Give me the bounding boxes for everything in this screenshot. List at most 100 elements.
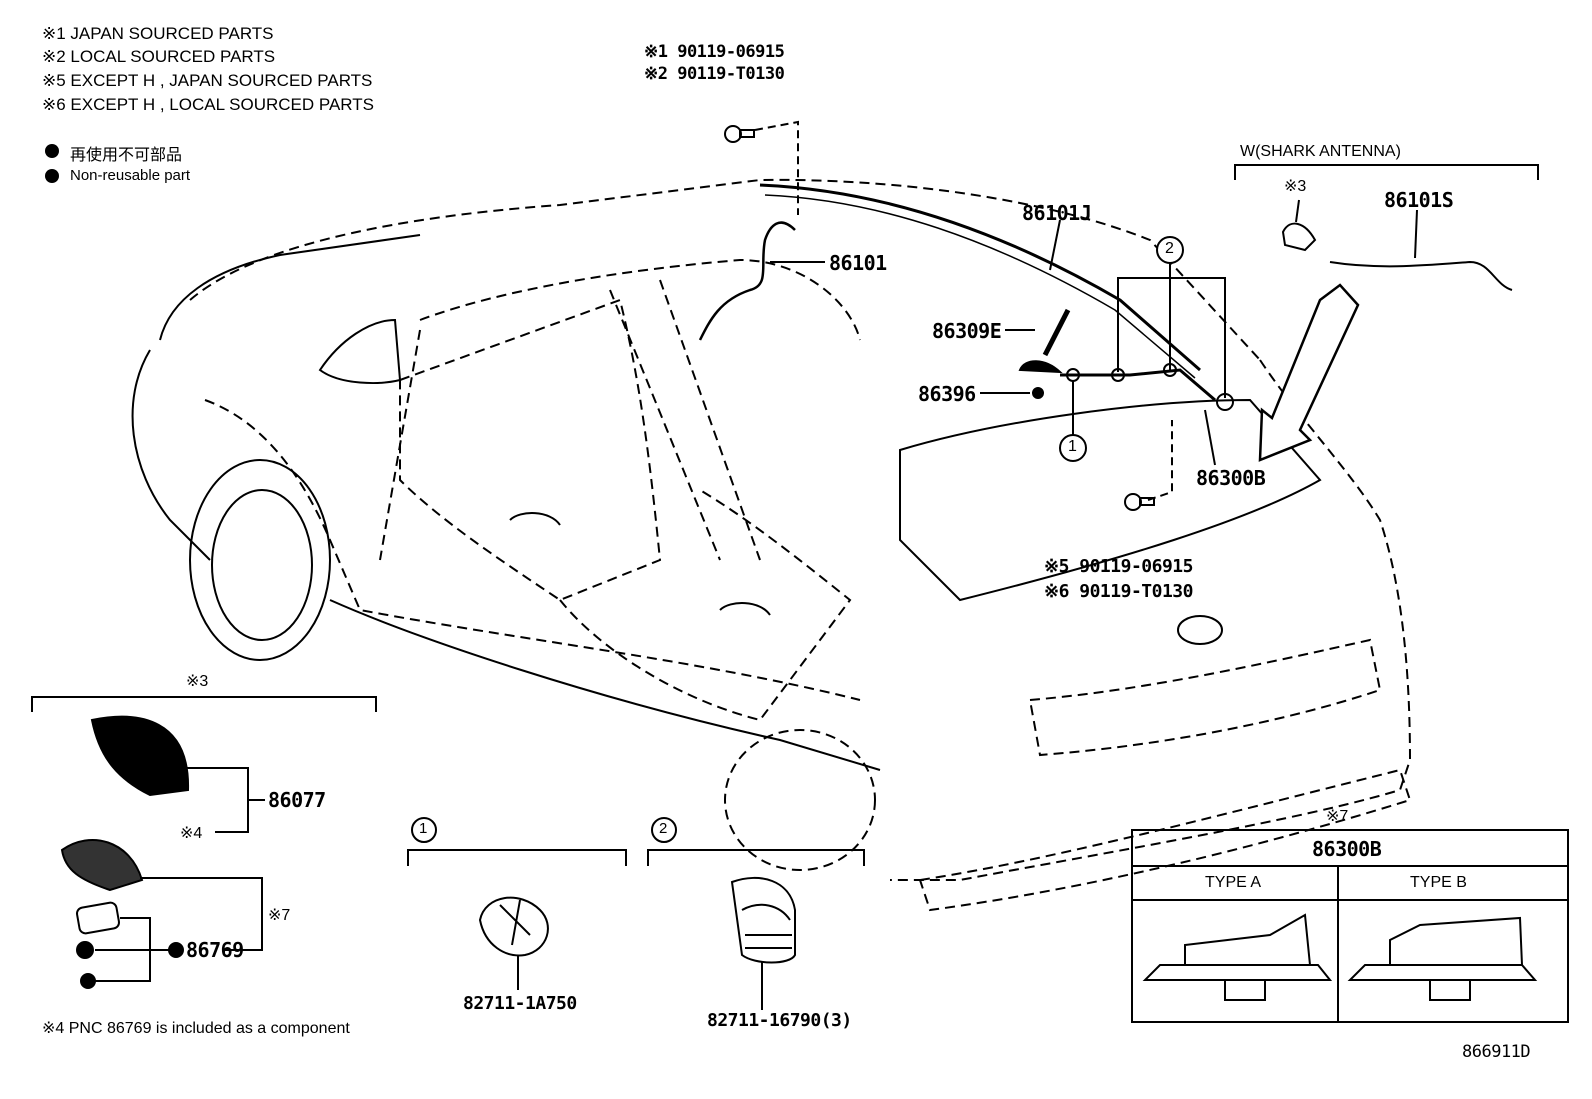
table-title: 86300B	[1312, 837, 1382, 861]
antenna-base	[1018, 360, 1063, 374]
rear-wheel	[724, 729, 876, 871]
bolt-top-label-1: ※1 90119-06915	[644, 42, 785, 62]
leader-bolt-top	[754, 120, 799, 215]
part-86309E: 86309E	[932, 319, 1002, 343]
front-wheel	[189, 459, 331, 661]
car-rocker-outline	[329, 599, 881, 771]
legend-note-5: ※5 EXCEPT H , JAPAN SOURCED PARTS	[42, 71, 373, 90]
clip1-header-circle	[411, 817, 437, 843]
nonreusable-dot-86769	[168, 942, 184, 958]
pillar-lines	[379, 279, 761, 561]
shark-antenna-leader	[1295, 199, 1300, 223]
screw-icon	[80, 973, 96, 989]
mark-7: ※7	[268, 907, 291, 924]
callout-1-label: 1	[1068, 438, 1077, 455]
door-outline-rear	[559, 489, 852, 722]
clip1-bracket	[407, 849, 627, 866]
legend-nonreusable-en: Non-reusable part	[70, 167, 191, 184]
install-arrow	[1258, 283, 1360, 462]
callout-circle-2	[1156, 236, 1184, 264]
rear-bumper-outline	[918, 768, 1412, 912]
legend-note-6: ※6 EXCEPT H , LOCAL SOURCED PARTS	[42, 95, 374, 114]
type-b-drawing	[1347, 916, 1538, 1001]
door-handle-rear	[719, 602, 771, 616]
part-86769: 86769	[186, 938, 244, 962]
car-hood-outline	[159, 234, 421, 341]
clip-point-2b	[1163, 363, 1177, 377]
mirror	[318, 318, 402, 384]
leader-callout-2	[1117, 262, 1226, 398]
callout-2-label: 2	[1165, 240, 1174, 257]
part-82711-16790: 82711-16790(3)	[707, 1010, 852, 1031]
part-86101: 86101	[829, 251, 887, 275]
diagram-id: 866911D	[1462, 1042, 1531, 1062]
door-handle-front	[509, 512, 561, 526]
box3-header: ※3	[186, 673, 209, 690]
leader-86101J	[1049, 219, 1061, 271]
clip1-header: 1	[419, 820, 428, 837]
antenna-rod-86309E	[1042, 308, 1071, 357]
clip-point-2c	[1216, 393, 1234, 411]
rear-emblem	[1177, 615, 1223, 645]
type-a-drawing	[1142, 913, 1333, 1001]
type-b-label: TYPE B	[1410, 874, 1467, 891]
footnote: ※4 PNC 86769 is included as a component	[42, 1020, 350, 1037]
box3-bracket	[31, 696, 377, 712]
part-86300B: 86300B	[1196, 466, 1266, 490]
legend-nonreusable-jp: 再使用不可部品	[70, 147, 183, 164]
clip2-icon	[730, 876, 796, 964]
clip2-header-circle	[651, 817, 677, 843]
mark-4: ※4	[180, 825, 203, 842]
bolt-mid-label-6: ※6 90119-T0130	[1044, 581, 1193, 602]
car-front-outline	[131, 349, 211, 561]
gasket-icon	[75, 901, 121, 935]
leader-shark-base	[140, 877, 263, 951]
shark-bracket	[1234, 164, 1539, 180]
leader-86101S	[1414, 209, 1418, 259]
car-rear-outline	[890, 359, 1412, 881]
leader-bolt-mid	[1147, 420, 1173, 501]
part-82711-1A750: 82711-1A750	[463, 993, 577, 1014]
door-outline	[399, 298, 662, 602]
rear-window-outline	[899, 398, 1322, 602]
roof-rail-inner	[764, 194, 1196, 379]
antenna-pad-86396	[1032, 387, 1044, 399]
leader-86769	[95, 917, 170, 982]
clip-point-2a	[1111, 368, 1125, 382]
type-a-label: TYPE A	[1205, 874, 1262, 891]
part-86077: 86077	[268, 788, 326, 812]
legend-note-1: ※1 JAPAN SOURCED PARTS	[42, 24, 274, 43]
bolt-top-icon	[724, 125, 755, 143]
antenna-cable-86101J	[1060, 368, 1216, 402]
leader-86077	[185, 767, 265, 833]
shark-cable-86101S	[1329, 260, 1513, 291]
nut-icon	[76, 941, 94, 959]
part-86396: 86396	[918, 382, 976, 406]
clip-point-1	[1066, 368, 1080, 382]
shark-header: W(SHARK ANTENNA)	[1240, 143, 1401, 160]
clip1-icon	[478, 896, 549, 957]
clip2-bracket	[647, 849, 865, 866]
shark-mark: ※3	[1284, 178, 1307, 195]
bolt-top-label-2: ※2 90119-T0130	[644, 64, 785, 84]
car-roof-outline	[189, 178, 1261, 361]
roof-rail	[759, 183, 1201, 372]
rear-light-outline	[1028, 638, 1382, 757]
bolt-mid-label-5: ※5 90119-06915	[1044, 556, 1193, 577]
car-side-outline	[204, 399, 861, 701]
clip2-header: 2	[659, 820, 668, 837]
table-mark: ※7	[1326, 808, 1349, 825]
leader-86300B	[1204, 409, 1216, 466]
shark-antenna-small	[1281, 222, 1317, 252]
legend-note-2: ※2 LOCAL SOURCED PARTS	[42, 47, 276, 66]
legend-dot-jp	[45, 144, 59, 158]
type-table	[1131, 829, 1569, 1023]
shark-antenna-86077	[90, 715, 190, 797]
legend-dot-en	[45, 169, 59, 183]
part-86101J: 86101J	[1022, 201, 1092, 225]
callout-circle-1	[1059, 434, 1087, 462]
shark-antenna-base	[60, 839, 144, 892]
front-wheel-inner	[211, 489, 313, 641]
